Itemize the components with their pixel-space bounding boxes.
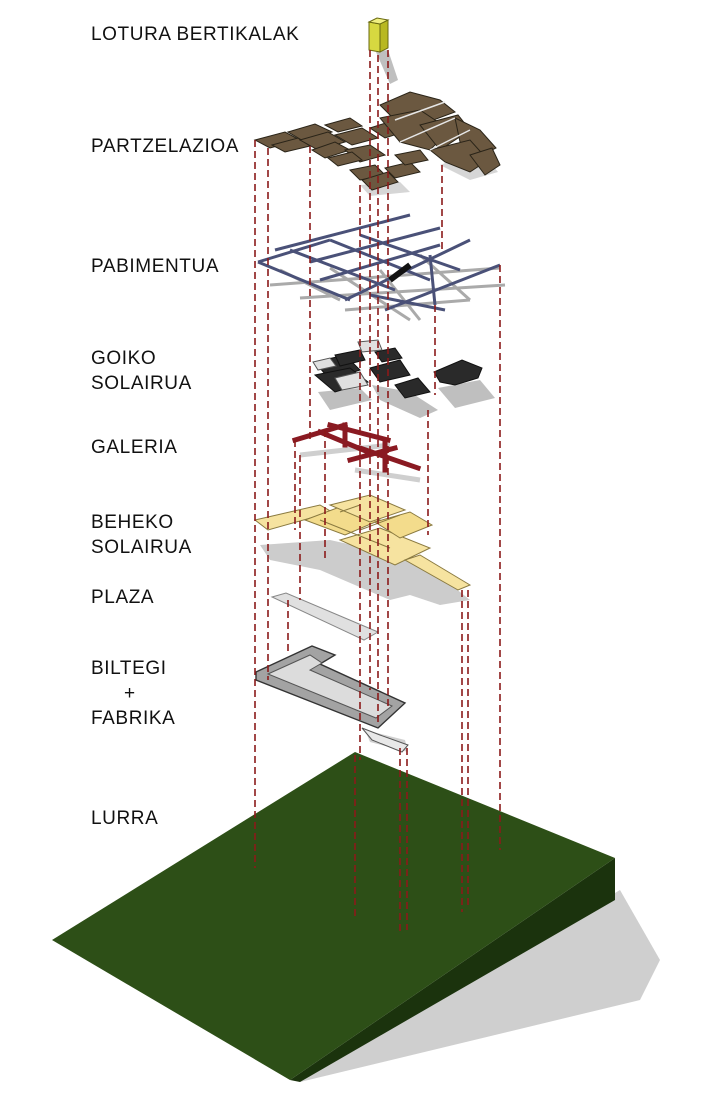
connector-top	[367, 17, 390, 25]
warehouse-ramp	[361, 727, 409, 753]
warehouse-inner	[266, 654, 393, 719]
layer-labels: LOTURA BERTIKALAK PARTZELAZIOA PABIMENTU…	[91, 24, 299, 829]
ground-floor-ramp	[403, 554, 472, 591]
label-biltegi-line3: FABRIKA	[91, 708, 175, 729]
label-plaza: PLAZA	[91, 587, 154, 608]
connector-shadow	[376, 50, 398, 84]
label-partzelazioa: PARTZELAZIOA	[91, 136, 239, 157]
layer-pabimentua	[257, 213, 506, 322]
ground-side	[290, 858, 615, 1082]
connector-front	[368, 21, 381, 53]
ground-top	[52, 752, 615, 1080]
ground-shadow	[300, 890, 660, 1082]
label-biltegi-line2: +	[124, 683, 136, 704]
ground-floor-block-b	[328, 494, 407, 523]
label-lotura-bertikalak: LOTURA BERTIKALAK	[91, 24, 299, 45]
ground-floor-shadow	[260, 540, 470, 605]
label-goiko-line1: GOIKO	[91, 348, 156, 369]
connector-side	[379, 19, 389, 53]
layer-goiko-solairua	[312, 339, 495, 418]
layer-partzelazioa	[253, 91, 501, 196]
pavement-marker	[388, 262, 412, 283]
label-goiko-line2: SOLAIRUA	[91, 373, 192, 394]
layer-lurra	[52, 752, 660, 1082]
label-beheko-line1: BEHEKO	[91, 512, 174, 533]
label-beheko-line2: SOLAIRUA	[91, 537, 192, 558]
layer-galeria	[291, 421, 422, 483]
label-biltegi-line1: BILTEGI	[91, 658, 167, 679]
guide-lines	[254, 50, 501, 935]
label-pabimentua: PABIMENTUA	[91, 256, 219, 277]
layer-lotura-bertikalak	[367, 17, 398, 84]
layer-beheko-solairua	[253, 494, 472, 605]
label-galeria: GALERIA	[91, 437, 178, 458]
label-lurra: LURRA	[91, 808, 158, 829]
layer-biltegi	[255, 645, 409, 753]
